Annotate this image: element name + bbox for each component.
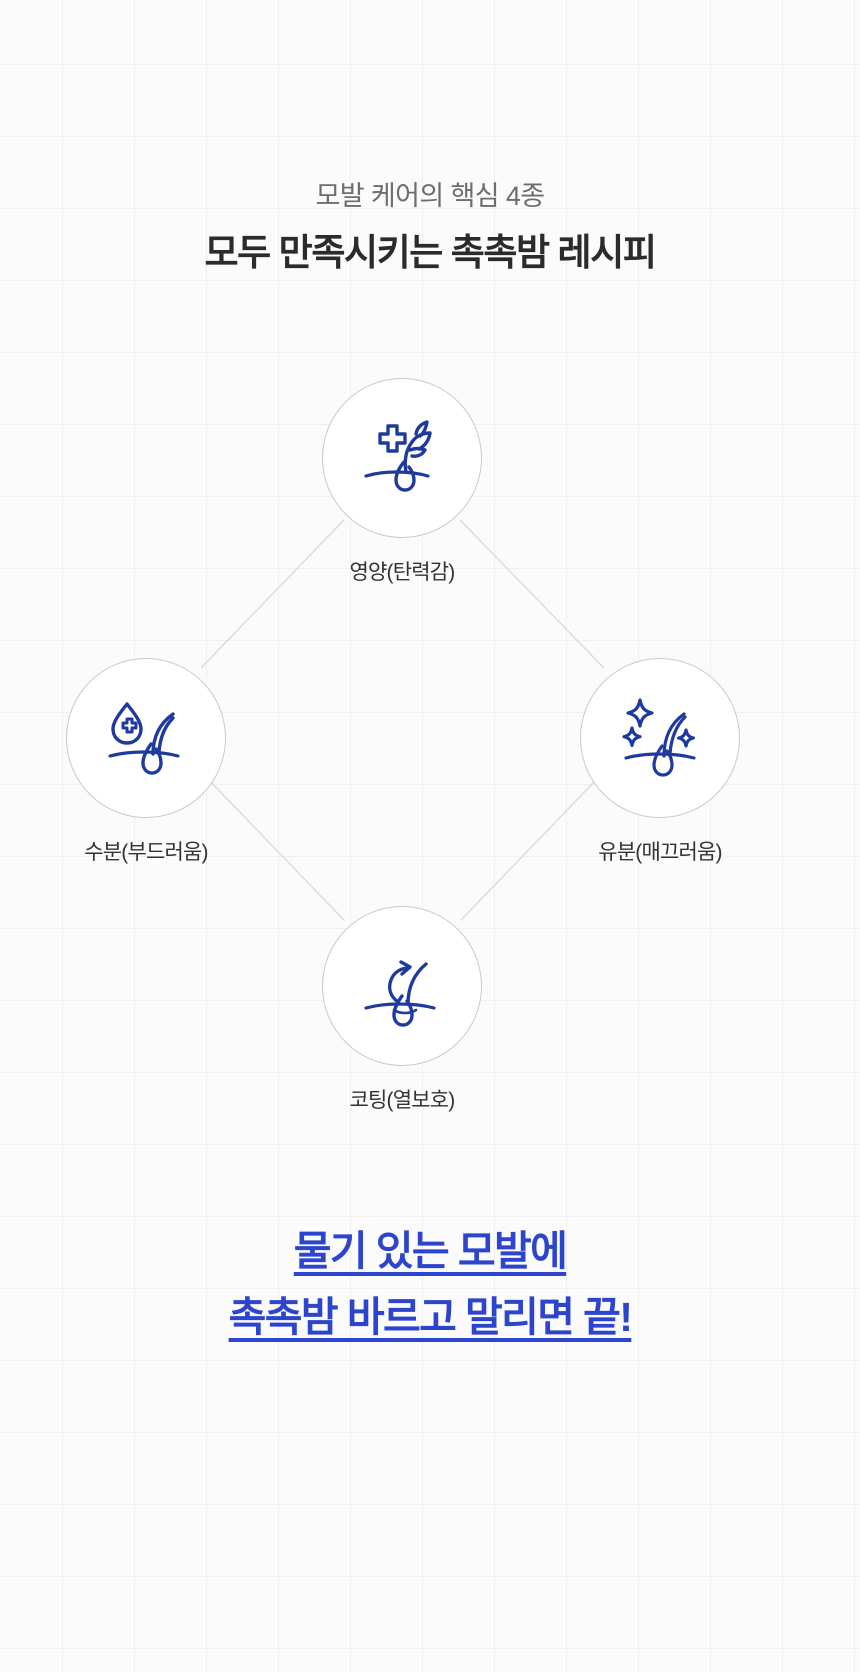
- diagram-node-moisture[interactable]: 수분(부드러움): [66, 658, 226, 866]
- hair-curl-arrow-icon: [354, 938, 450, 1034]
- sparkle-shine-hair-icon: [612, 690, 708, 786]
- benefits-diagram: 영양(탄력감): [0, 368, 860, 1148]
- node-label: 영양(탄력감): [349, 561, 456, 584]
- diagram-connector-lines: [200, 519, 605, 921]
- node-circle: [322, 906, 482, 1066]
- hair-follicle-plus-sprout-icon: [354, 410, 450, 506]
- node-circle: [322, 378, 482, 538]
- cta-line-2-text: 촉촉밤 바르고 말리면 끝!: [228, 1294, 633, 1341]
- node-circle: [66, 658, 226, 818]
- diagram-node-coating[interactable]: 코팅(열보호): [322, 906, 482, 1114]
- water-drop-plus-hair-icon: [98, 690, 194, 786]
- node-label: 수분(부드러움): [84, 841, 208, 864]
- node-label: 유분(매끄러움): [598, 841, 722, 864]
- page-title: 모두 만족시키는 촉촉밤 레시피: [204, 231, 657, 273]
- cta-line-2: 촉촉밤 바르고 말리면 끝!: [0, 1284, 860, 1350]
- node-circle: [580, 658, 740, 818]
- page-subtitle: 모발 케어의 핵심 4종: [315, 181, 545, 211]
- call-to-action: 물기 있는 모발에 촉촉밤 바르고 말리면 끝!: [0, 1218, 860, 1351]
- header: 모발 케어의 핵심 4종 모두 만족시키는 촉촉밤 레시피: [0, 178, 860, 278]
- cta-line-1-text: 물기 있는 모발에: [293, 1228, 568, 1274]
- diagram-node-oil[interactable]: 유분(매끄러움): [580, 658, 740, 866]
- cta-line-1: 물기 있는 모발에: [0, 1218, 860, 1284]
- node-label: 코팅(열보호): [349, 1089, 456, 1112]
- diagram-node-nutrition[interactable]: 영양(탄력감): [322, 378, 482, 586]
